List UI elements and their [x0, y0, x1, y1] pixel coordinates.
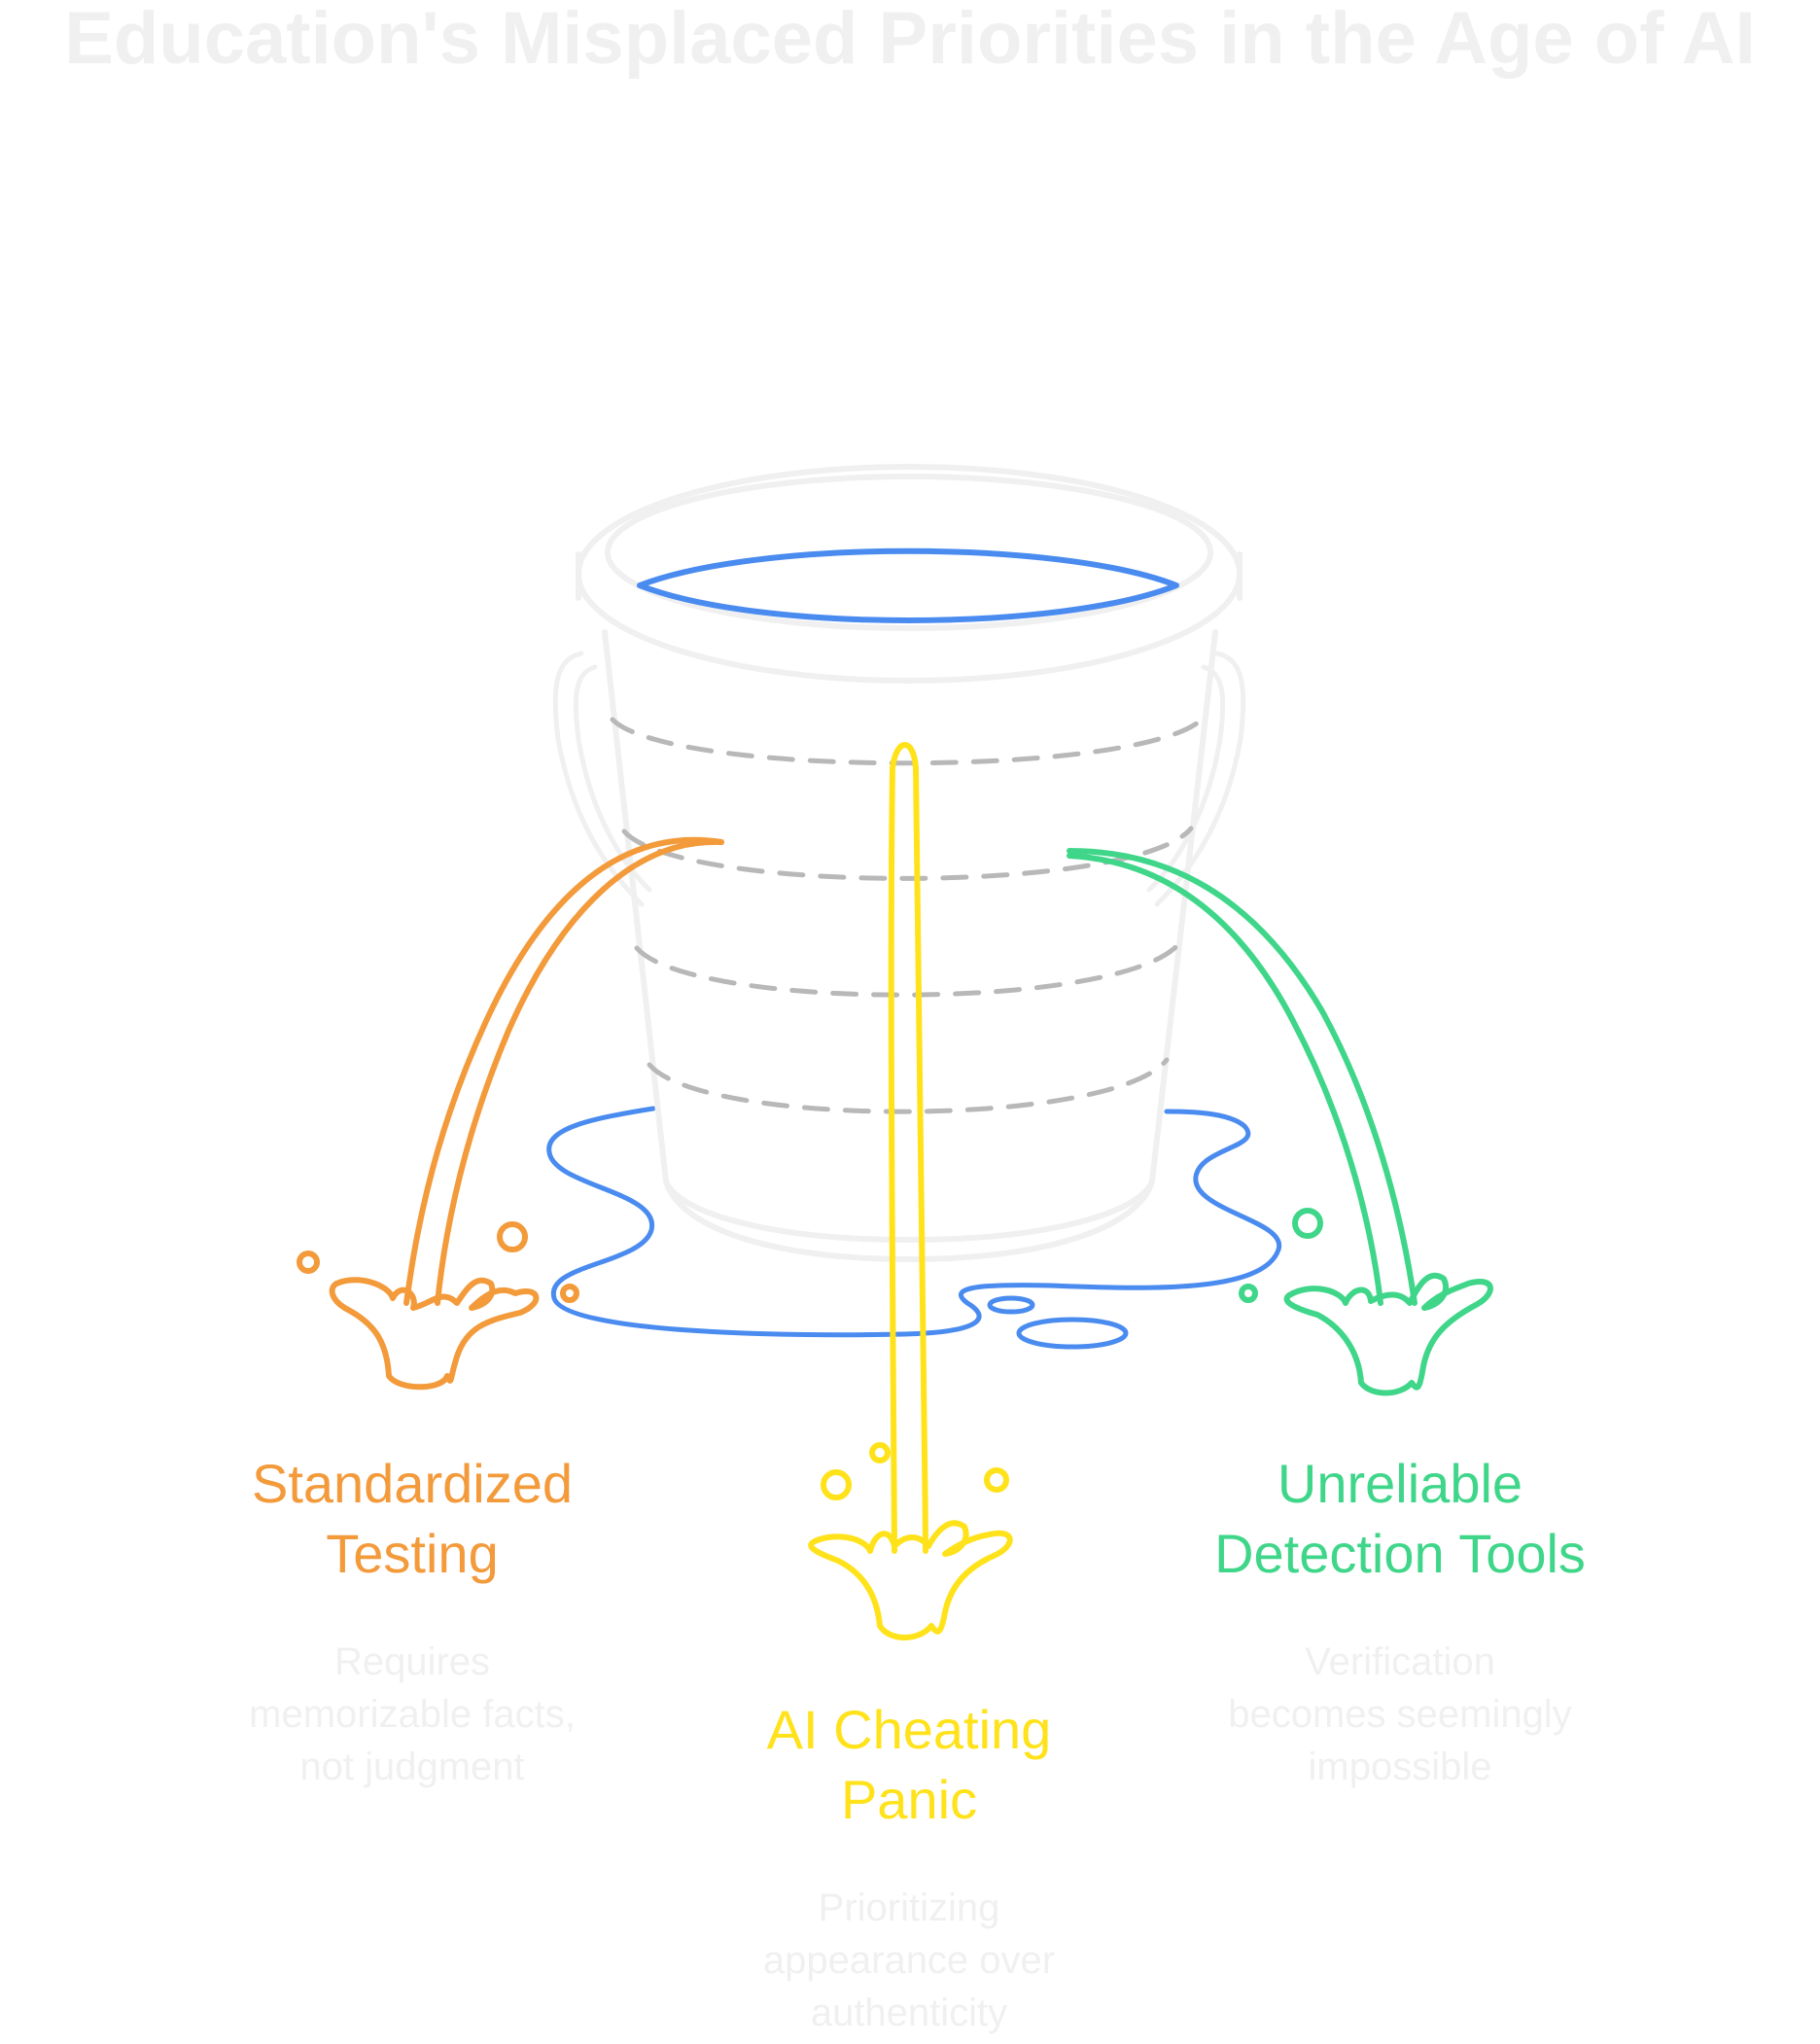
ai-cheating-panic-heading: AI Cheating Panic	[766, 1699, 1052, 1830]
ai-cheating-panic-description: Prioritizing appearance over authenticit…	[762, 1886, 1056, 2034]
splash-icon	[297, 1221, 579, 1391]
unreliable-detection-tools-description: Verification becomes seemingly impossibl…	[1228, 1640, 1572, 1788]
standardized-testing-description: Requires memorizable facts, not judgment	[249, 1640, 576, 1788]
unreliable-detection-tools-heading: Unreliable Detection Tools	[1214, 1453, 1586, 1584]
water-surface	[637, 547, 1179, 623]
diagram-title: Education's Misplaced Priorities in the …	[64, 0, 1756, 80]
leaking-bucket-icon	[552, 464, 1246, 1262]
standardized-testing-leak	[297, 836, 724, 1391]
ai-cheating-panic-leak	[808, 742, 1013, 1640]
splash-icon	[1239, 1208, 1493, 1396]
water-puddle-icon	[546, 1106, 1281, 1350]
unreliable-detection-tools-leak	[1067, 848, 1493, 1396]
splash-icon	[808, 1442, 1013, 1640]
standardized-testing-heading: Standardized Testing	[251, 1453, 573, 1584]
